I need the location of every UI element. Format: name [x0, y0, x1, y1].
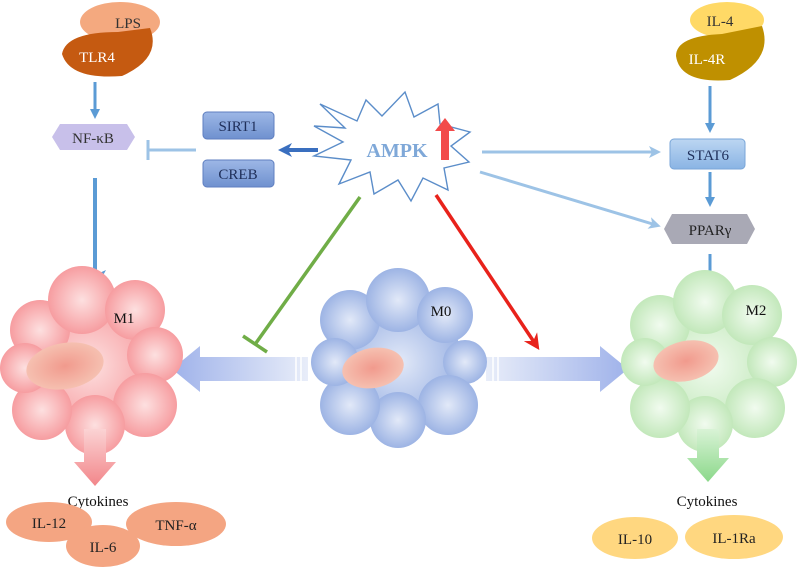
arrow-ampk-to-ppar [479, 170, 661, 229]
m2-macrophage: M2 [621, 270, 797, 452]
stat6-node: STAT6 [669, 138, 746, 170]
m2-nucleus [653, 340, 719, 382]
inhibit-ampk-to-m1-polarization [254, 195, 362, 345]
cytokine-il10: IL-10 [618, 532, 652, 548]
lps-tlr4-group: LPS TLR4 [62, 2, 160, 77]
ppar-label: PPARγ [689, 223, 732, 239]
m1-label: M1 [114, 311, 135, 327]
stat6-label: STAT6 [687, 148, 730, 164]
ampk-node: AMPK [311, 90, 472, 203]
m2-cytokines: Cytokines IL-10 IL-1Ra [592, 494, 783, 559]
ampk-label: AMPK [366, 140, 428, 162]
m1-macrophage: M1 [0, 266, 183, 455]
m1-nucleus [26, 342, 104, 390]
m2-cytokines-heading: Cytokines [677, 494, 738, 510]
il4-ellipse [690, 2, 764, 38]
cytokine-tnfa: TNF-α [155, 518, 196, 534]
cytokine-il1ra: IL-1Ra [712, 531, 756, 547]
sirt1-node: SIRT1 [202, 111, 275, 140]
m1-cytokines: Cytokines IL-12 TNF-α IL-6 [6, 494, 226, 567]
nfkb-label: NF-κB [72, 131, 114, 147]
m2-to-cytokines-arrow [687, 429, 729, 482]
il4-il4r-group: IL-4 IL-4R [676, 2, 765, 81]
cytokine-il1ra-ellipse [685, 515, 783, 559]
m1-to-cytokines-arrow [74, 429, 116, 486]
ampk-starburst [311, 90, 472, 203]
sirt1-label: SIRT1 [218, 119, 257, 135]
tlr4-shape [62, 28, 153, 77]
tlr4-label: TLR4 [79, 50, 115, 66]
m0-macrophage: M0 [311, 268, 487, 448]
lps-label: LPS [115, 16, 141, 32]
ampk-up-arrow-icon [435, 118, 455, 160]
m1-cytokines-heading: Cytokines [68, 494, 129, 510]
il4r-shape [676, 26, 765, 81]
il4r-label: IL-4R [689, 52, 726, 68]
cytokine-il12-ellipse [6, 502, 92, 542]
cytokine-il10-ellipse [592, 517, 678, 559]
m0-to-m2-block-arrow [486, 346, 628, 392]
nfkb-node: NF-κB [52, 124, 135, 150]
ppar-node: PPARγ [664, 214, 755, 244]
il4-label: IL-4 [707, 14, 734, 30]
cytokine-il12: IL-12 [32, 516, 66, 532]
creb-label: CREB [218, 167, 257, 183]
cytokine-il6: IL-6 [90, 540, 117, 556]
cytokine-il6-ellipse [66, 525, 140, 567]
m2-label: M2 [746, 303, 767, 319]
m0-nucleus [342, 347, 404, 389]
arrow-ampk-to-m2-polarization [434, 194, 540, 350]
cytokine-tnfa-ellipse [126, 502, 226, 546]
m0-to-m1-block-arrow [172, 346, 308, 392]
inhibit-bar-m1-polarization [242, 334, 268, 354]
creb-node: CREB [202, 159, 275, 188]
m0-label: M0 [431, 304, 452, 320]
